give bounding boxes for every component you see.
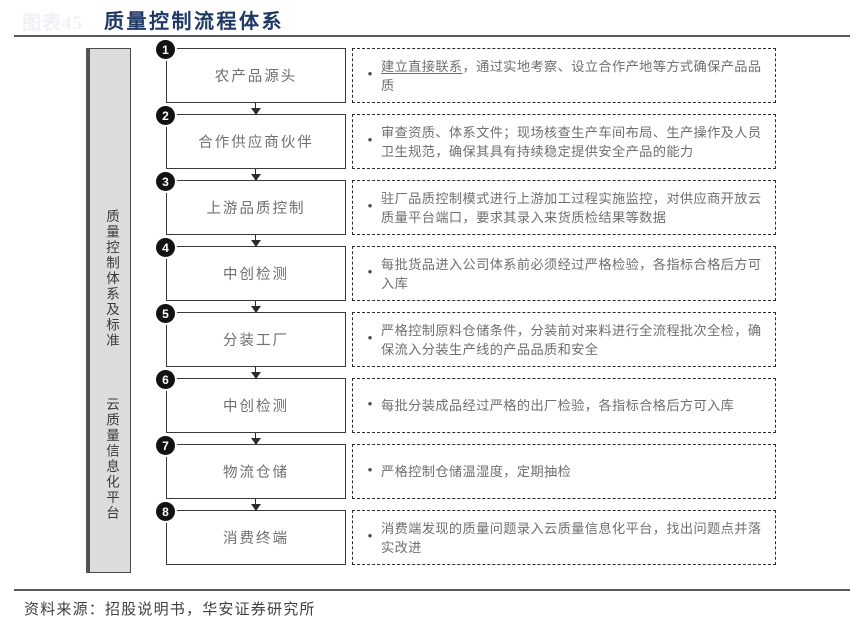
description-text-8: 消费端发现的质量问题录入云质量信息化平台，找出问题点并落实改进 (381, 520, 762, 555)
figure-label: 图表45 (22, 13, 84, 34)
description-text-2: 审查资质、体系文件；现场核查生产车间布局、生产操作及人员卫生规范，确保其具有持续… (381, 124, 762, 159)
description-box-1: • 建立直接联系，通过实地考察、设立合作产地等方式确保产品品质 (352, 48, 776, 103)
step-badge-8: 8 (156, 502, 175, 521)
flow-arrow-5-6 (251, 367, 262, 379)
flow-box-4[interactable]: 中创检测 (166, 246, 346, 301)
bullet-icon: • (367, 265, 373, 281)
source-note: 资料来源：招股说明书，华安证券研究所 (24, 602, 316, 618)
flow-box-label-8: 消费终端 (223, 531, 289, 547)
bullet-icon: • (367, 463, 373, 479)
flow-box-3[interactable]: 上游品质控制 (166, 180, 346, 235)
flow-box-label-4: 中创检测 (223, 267, 289, 283)
flow-arrow-3-4 (251, 235, 262, 247)
flow-step-4[interactable]: 中创检测 4 (156, 238, 346, 301)
flow-box-1[interactable]: 农产品源头 (166, 48, 346, 103)
description-box-6: • 每批分装成品经过严格的出厂检验，各指标合格后方可入库 (352, 378, 776, 433)
description-text-7: 严格控制仓储温湿度，定期抽检 (381, 464, 572, 479)
bullet-icon: • (367, 529, 373, 545)
flow-box-label-2: 合作供应商伙伴 (198, 135, 314, 151)
bullet-icon: • (367, 133, 373, 149)
flow-column: 农产品源头 1 合作供应商伙伴 2 上游品质控制 3 中创检测 4 分装工厂 5… (156, 40, 346, 573)
flow-box-label-1: 农产品源头 (214, 69, 298, 85)
bullet-icon: • (367, 331, 373, 347)
flow-box-6[interactable]: 中创检测 (166, 378, 346, 433)
flow-box-label-6: 中创检测 (223, 399, 289, 415)
description-box-5: • 严格控制原料仓储条件，分装前对来料进行全流程批次全检，确保流入分装生产线的产… (352, 312, 776, 367)
flow-box-2[interactable]: 合作供应商伙伴 (166, 114, 346, 169)
side-band-label-platform: 云质量信息化平台 (104, 397, 119, 521)
flow-box-label-5: 分装工厂 (223, 333, 289, 349)
step-badge-5: 5 (156, 304, 175, 323)
flow-box-label-7: 物流仓储 (223, 465, 289, 481)
flow-arrow-7-8 (251, 499, 262, 511)
flow-arrow-6-7 (251, 433, 262, 445)
step-badge-3: 3 (156, 172, 175, 191)
flow-box-7[interactable]: 物流仓储 (166, 444, 346, 499)
step-badge-1: 1 (156, 40, 175, 59)
flow-box-label-3: 上游品质控制 (206, 201, 306, 217)
bullet-icon: • (367, 199, 373, 215)
flow-step-7[interactable]: 物流仓储 7 (156, 436, 346, 499)
bullet-icon: • (367, 67, 373, 83)
description-rest-1: ，通过实地考察、设立合作产地等方式确保产品品质 (381, 58, 762, 93)
flow-arrow-4-5 (251, 301, 262, 313)
flow-step-5[interactable]: 分装工厂 5 (156, 304, 346, 367)
flow-arrow-1-2 (251, 103, 262, 115)
description-text-5: 严格控制原料仓储条件，分装前对来料进行全流程批次全检，确保流入分装生产线的产品品… (381, 322, 762, 357)
description-box-8: • 消费端发现的质量问题录入云质量信息化平台，找出问题点并落实改进 (352, 510, 776, 565)
description-box-4: • 每批货品进入公司体系前必须经过严格检验，各指标合格后方可入库 (352, 246, 776, 301)
step-badge-6: 6 (156, 370, 175, 389)
flow-box-5[interactable]: 分装工厂 (166, 312, 346, 367)
side-band-label-standards: 质量控制体系及标准 (104, 209, 119, 349)
bullet-icon: • (367, 397, 373, 413)
flow-box-8[interactable]: 消费终端 (166, 510, 346, 565)
step-badge-2: 2 (156, 106, 175, 125)
header-divider (14, 35, 850, 37)
description-box-2: • 审查资质、体系文件；现场核查生产车间布局、生产操作及人员卫生规范，确保其具有… (352, 114, 776, 169)
flow-step-1[interactable]: 农产品源头 1 (156, 40, 346, 103)
step-badge-4: 4 (156, 238, 175, 257)
flow-arrow-2-3 (251, 169, 262, 181)
footer-divider (14, 589, 850, 591)
description-box-3: • 驻厂品质控制模式进行上游加工过程实施监控，对供应商开放云质量平台端口，要求其… (352, 180, 776, 235)
flow-step-3[interactable]: 上游品质控制 3 (156, 172, 346, 235)
description-text-1: 建立直接联系，通过实地考察、设立合作产地等方式确保产品品质 (381, 57, 767, 95)
description-text-3: 驻厂品质控制模式进行上游加工过程实施监控，对供应商开放云质量平台端口，要求其录入… (381, 190, 762, 225)
step-badge-7: 7 (156, 436, 175, 455)
flow-step-6[interactable]: 中创检测 6 (156, 370, 346, 433)
flow-step-8[interactable]: 消费终端 8 (156, 502, 346, 565)
description-text-4: 每批货品进入公司体系前必须经过严格检验，各指标合格后方可入库 (381, 256, 762, 291)
flow-step-2[interactable]: 合作供应商伙伴 2 (156, 106, 346, 169)
description-lead-1: 建立直接联系 (381, 58, 463, 74)
page-title: 质量控制流程体系 (104, 11, 284, 33)
description-column: • 建立直接联系，通过实地考察、设立合作产地等方式确保产品品质 • 审查资质、体… (352, 48, 776, 573)
side-band: 质量控制体系及标准 云质量信息化平台 (89, 48, 131, 573)
description-text-6: 每批分装成品经过严格的出厂检验，各指标合格后方可入库 (381, 398, 735, 413)
description-box-7: • 严格控制仓储温湿度，定期抽检 (352, 444, 776, 499)
